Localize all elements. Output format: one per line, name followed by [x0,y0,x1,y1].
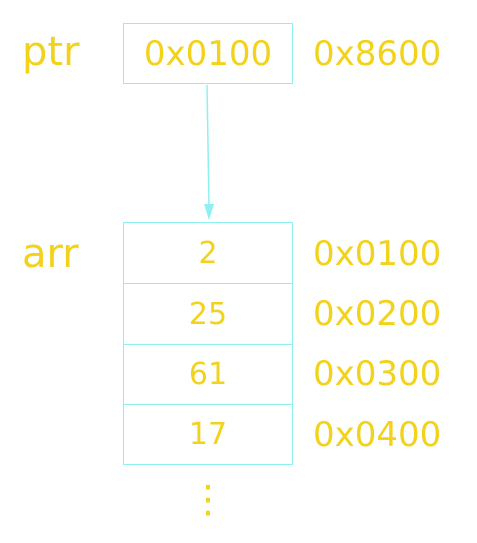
array-address-1: 0x0200 [313,294,442,334]
pointer-address-label: 0x8600 [313,34,442,74]
array-cell-1: 25 [123,283,293,345]
continuation-ellipsis: ⋮ [189,477,227,521]
array-cell-0: 2 [123,222,293,284]
array-cell-3: 17 [123,404,293,465]
array-cell-2: 61 [123,344,293,405]
array-address-3: 0x0400 [313,415,442,455]
pointer-name-label: ptr [22,29,80,75]
array-name-label: arr [22,231,79,277]
array-address-2: 0x0300 [313,354,442,394]
array-address-0: 0x0100 [313,234,442,274]
pointer-value-box: 0x0100 [123,23,293,84]
pointer-arrow-head [204,204,214,220]
pointer-arrow-line [206,84,210,207]
